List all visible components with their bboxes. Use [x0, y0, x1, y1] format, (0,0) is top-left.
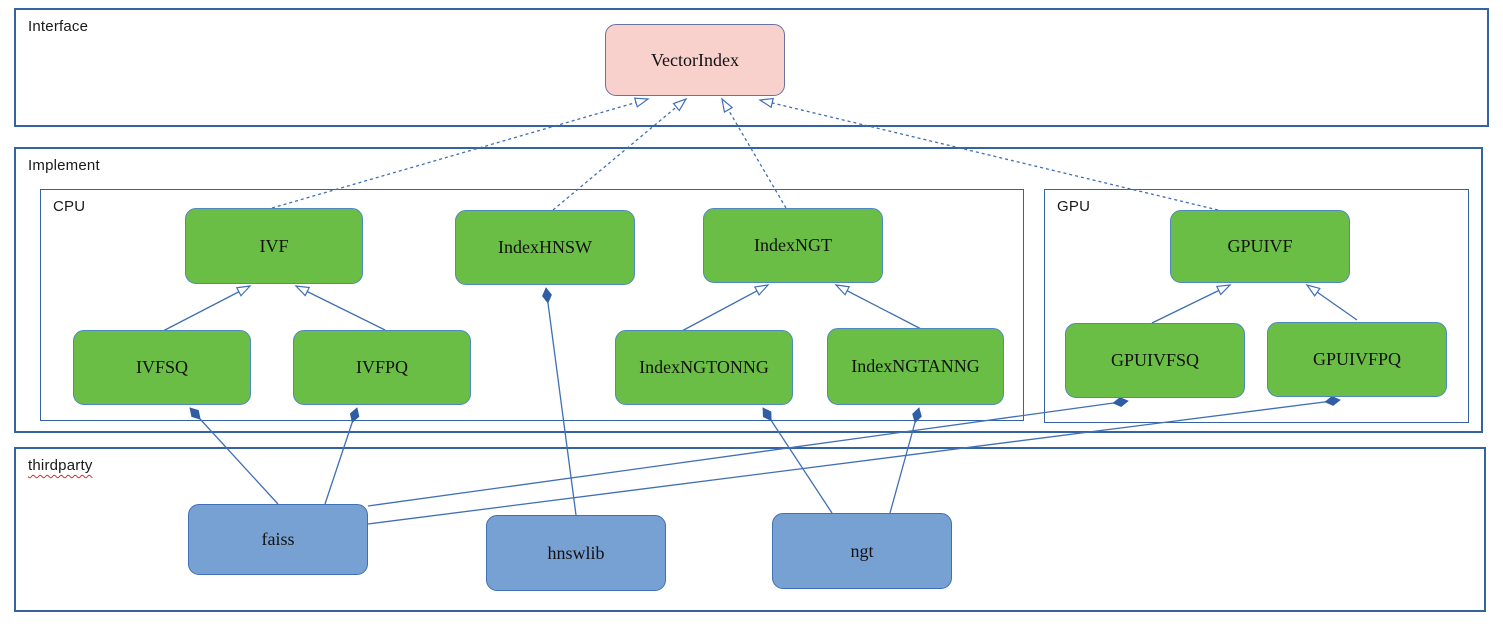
node-gpuivf[interactable]: GPUIVF: [1170, 210, 1350, 283]
section-interface-label: Interface: [28, 18, 89, 35]
node-hnswlib-label: hnswlib: [547, 542, 605, 563]
node-indexngtanng[interactable]: IndexNGTANNG: [827, 328, 1004, 405]
node-ivfpq-label: IVFPQ: [355, 357, 408, 377]
node-gpuivfsq[interactable]: GPUIVFSQ: [1065, 323, 1245, 398]
node-indexhnsw[interactable]: IndexHNSW: [455, 210, 635, 285]
node-faiss[interactable]: faiss: [188, 504, 368, 575]
node-indexngtonng-label: IndexNGTONNG: [639, 357, 769, 377]
node-ivfpq[interactable]: IVFPQ: [293, 330, 471, 405]
node-gpuivfpq-label: GPUIVFPQ: [1312, 349, 1402, 369]
node-gpuivf-label: GPUIVF: [1227, 236, 1293, 256]
node-hnswlib[interactable]: hnswlib: [486, 515, 666, 591]
node-vectorindex-label: VectorIndex: [651, 49, 739, 70]
node-ngt[interactable]: ngt: [772, 513, 952, 589]
node-faiss-label: faiss: [261, 529, 295, 549]
section-implement-label: Implement: [28, 157, 100, 174]
node-indexngt-label: IndexNGT: [754, 235, 832, 255]
node-gpuivfsq-label: GPUIVFSQ: [1110, 350, 1200, 370]
node-ivfsq[interactable]: IVFSQ: [73, 330, 251, 405]
node-indexngtonng[interactable]: IndexNGTONNG: [615, 330, 793, 405]
node-indexngtanng-label: IndexNGTANNG: [851, 356, 980, 376]
section-thirdparty-label: thirdparty: [28, 457, 93, 474]
node-vectorindex[interactable]: VectorIndex: [605, 24, 785, 96]
node-ivf[interactable]: IVF: [185, 208, 363, 284]
node-gpuivfpq[interactable]: GPUIVFPQ: [1267, 322, 1447, 397]
node-ivfsq-label: IVFSQ: [135, 357, 188, 377]
node-indexngt[interactable]: IndexNGT: [703, 208, 883, 283]
node-ivf-label: IVF: [259, 235, 289, 256]
section-gpu-label: GPU: [1057, 198, 1091, 215]
node-indexhnsw-label: IndexHNSW: [498, 237, 592, 257]
section-cpu-label: CPU: [53, 198, 86, 215]
node-ngt-label: ngt: [850, 540, 874, 561]
